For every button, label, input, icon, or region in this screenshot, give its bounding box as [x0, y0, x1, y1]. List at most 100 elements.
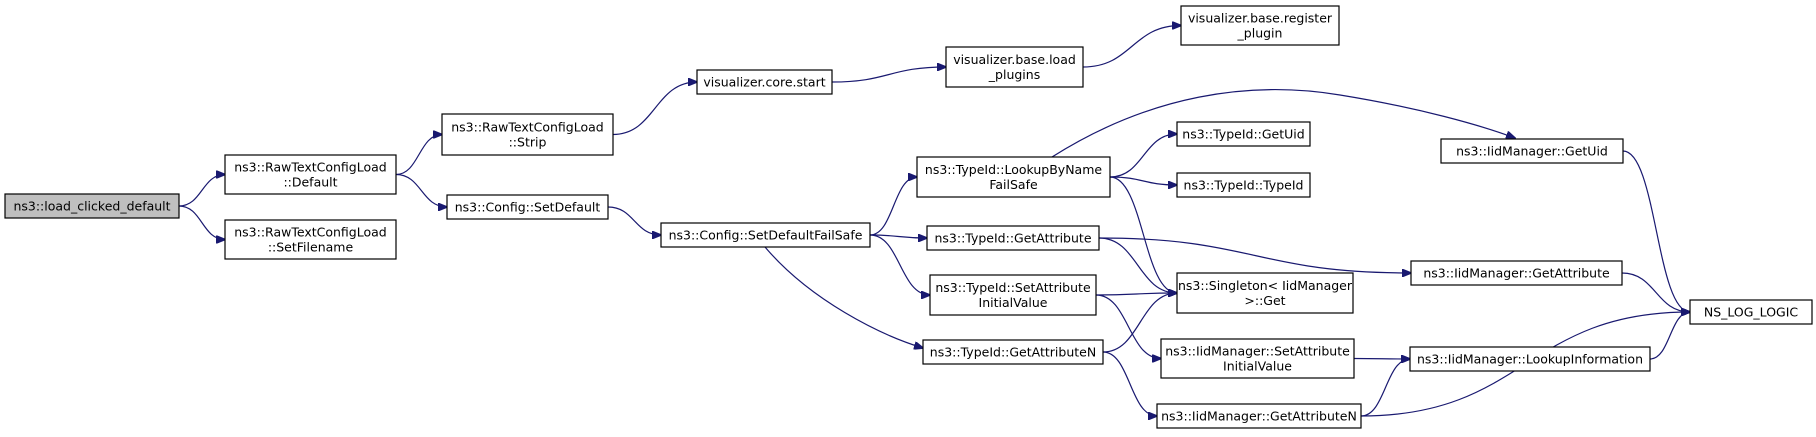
- node-config-setdefaultfailsafe[interactable]: ns3::Config::SetDefaultFailSafe: [660, 222, 871, 248]
- node-box: [441, 113, 614, 156]
- node-config-setdefault[interactable]: ns3::Config::SetDefault: [446, 194, 609, 220]
- edge-load-clicked-default-to-rtcl-setfilename: [178, 205, 225, 240]
- edge-config-setdefaultfailsafe-to-typeid-setattrinit: [869, 234, 930, 295]
- edge-typeid-lookupbyname-to-typeid-getuid: [1109, 134, 1177, 178]
- node-label: ns3::TypeId::GetAttribute: [934, 231, 1091, 246]
- node-box: [1176, 272, 1354, 314]
- node-label: ns3::RawTextConfigLoad: [234, 160, 386, 175]
- node-box: [1440, 138, 1624, 164]
- node-typeid-getuid[interactable]: ns3::TypeId::GetUid: [1176, 121, 1311, 147]
- node-box: [224, 154, 397, 195]
- node-label: ns3::Singleton< IidManager: [1178, 278, 1353, 293]
- node-label: visualizer.base.load: [953, 52, 1076, 67]
- node-label: ns3::IidManager::GetAttributeN: [1161, 409, 1357, 424]
- node-typeid-getattribute[interactable]: ns3::TypeId::GetAttribute: [926, 225, 1100, 251]
- node-label: ns3::TypeId::GetAttributeN: [930, 345, 1096, 360]
- node-rtcl-default[interactable]: ns3::RawTextConfigLoad::Default: [224, 154, 397, 195]
- node-load-clicked-default[interactable]: ns3::load_clicked_default: [4, 193, 180, 219]
- edge-config-setdefaultfailsafe-to-typeid-getattribute: [869, 235, 927, 238]
- node-label: visualizer.base.register: [1188, 11, 1333, 26]
- node-label: ns3::load_clicked_default: [13, 199, 170, 214]
- node-core-start[interactable]: visualizer.core.start: [696, 69, 833, 95]
- node-iid-getuid[interactable]: ns3::IidManager::GetUid: [1440, 138, 1624, 164]
- node-box: [922, 339, 1104, 365]
- edge-iid-getattribute-to-ns-log-logic: [1621, 272, 1690, 312]
- node-box: [224, 219, 397, 260]
- node-label: ns3::TypeId::GetUid: [1182, 127, 1304, 142]
- node-label: ns3::TypeId::LookupByName: [925, 162, 1102, 177]
- node-label: ns3::IidManager::GetAttribute: [1423, 266, 1610, 281]
- node-label: ns3::RawTextConfigLoad: [234, 225, 386, 240]
- node-box: [1410, 260, 1623, 286]
- edge-rtcl-default-to-config-setdefault: [395, 173, 447, 208]
- node-box: [926, 225, 1100, 251]
- node-label: ns3::IidManager::GetUid: [1456, 144, 1608, 159]
- edge-typeid-setattrinit-to-iid-setattrinit: [1095, 294, 1161, 359]
- node-iid-lookupinfo[interactable]: ns3::IidManager::LookupInformation: [1409, 346, 1651, 372]
- node-typeid-getattributen[interactable]: ns3::TypeId::GetAttributeN: [922, 339, 1104, 365]
- node-iid-getattribute[interactable]: ns3::IidManager::GetAttribute: [1410, 260, 1623, 286]
- node-box: [660, 222, 871, 248]
- node-label: _plugin: [1237, 26, 1283, 41]
- edge-iid-getuid-to-ns-log-logic: [1622, 150, 1690, 312]
- node-box: [1180, 5, 1340, 46]
- edge-config-setdefault-to-config-setdefaultfailsafe: [607, 206, 661, 235]
- node-box: [1176, 172, 1311, 198]
- edge-base-load-plugins-to-base-register-plugin: [1082, 26, 1181, 68]
- node-label: ::Strip: [509, 135, 547, 150]
- node-box: [446, 194, 609, 220]
- node-label: ns3::TypeId::TypeId: [1184, 178, 1304, 193]
- edge-typeid-lookupbyname-to-iid-getuid: [1051, 89, 1515, 158]
- edge-typeid-getattributen-to-singleton-get: [1102, 293, 1177, 353]
- edge-config-setdefaultfailsafe-to-typeid-lookupbyname: [869, 177, 917, 236]
- node-rtcl-setfilename[interactable]: ns3::RawTextConfigLoad::SetFilename: [224, 219, 397, 260]
- node-label: ns3::Config::SetDefaultFailSafe: [669, 228, 863, 243]
- node-label: InitialValue: [979, 295, 1048, 310]
- node-label: ns3::IidManager::LookupInformation: [1417, 352, 1643, 367]
- edge-iid-getattributen-to-iid-lookupinfo: [1360, 359, 1410, 417]
- node-box: [696, 69, 833, 95]
- node-label: FailSafe: [989, 177, 1038, 192]
- node-box: [4, 193, 180, 219]
- node-box: [1156, 403, 1362, 429]
- node-box: [1689, 299, 1813, 325]
- node-box: [945, 46, 1084, 88]
- node-box: [1409, 346, 1651, 372]
- node-label: ns3::RawTextConfigLoad: [451, 120, 603, 135]
- node-iid-setattrinit[interactable]: ns3::IidManager::SetAttributeInitialValu…: [1160, 338, 1355, 379]
- node-rtcl-strip[interactable]: ns3::RawTextConfigLoad::Strip: [441, 113, 614, 156]
- node-base-load-plugins[interactable]: visualizer.base.load_plugins: [945, 46, 1084, 88]
- node-ns-log-logic[interactable]: NS_LOG_LOGIC: [1689, 299, 1813, 325]
- edge-iid-lookupinfo-to-ns-log-logic: [1649, 312, 1690, 360]
- edge-config-setdefaultfailsafe-to-typeid-getattributen: [764, 246, 923, 348]
- node-singleton-get[interactable]: ns3::Singleton< IidManager>::Get: [1176, 272, 1354, 314]
- node-box: [916, 156, 1111, 198]
- node-label: visualizer.core.start: [703, 75, 825, 90]
- node-label: ::SetFilename: [268, 240, 354, 255]
- node-label: ns3::IidManager::SetAttribute: [1165, 344, 1350, 359]
- edge-typeid-getattribute-to-iid-getattribute: [1098, 237, 1411, 273]
- node-box: [1160, 338, 1355, 379]
- node-label: InitialValue: [1223, 359, 1292, 374]
- node-iid-getattributen[interactable]: ns3::IidManager::GetAttributeN: [1156, 403, 1362, 429]
- node-box: [929, 274, 1097, 316]
- edge-typeid-getattributen-to-iid-getattributen: [1102, 351, 1157, 416]
- edge-rtcl-default-to-rtcl-strip: [395, 135, 442, 176]
- edge-iid-setattrinit-to-iid-lookupinfo: [1353, 359, 1410, 360]
- edge-core-start-to-base-load-plugins: [831, 67, 946, 83]
- edge-typeid-setattrinit-to-singleton-get: [1095, 293, 1177, 295]
- node-typeid-typeid[interactable]: ns3::TypeId::TypeId: [1176, 172, 1311, 198]
- edge-rtcl-strip-to-core-start: [612, 82, 697, 136]
- edge-typeid-lookupbyname-to-singleton-get: [1109, 176, 1177, 293]
- edge-typeid-lookupbyname-to-typeid-typeid: [1109, 176, 1177, 185]
- node-box: [1176, 121, 1311, 147]
- edge-load-clicked-default-to-rtcl-default: [178, 175, 225, 207]
- edge-typeid-getattribute-to-singleton-get: [1098, 237, 1177, 293]
- node-label: ns3::TypeId::SetAttribute: [935, 280, 1091, 295]
- node-base-register-plugin[interactable]: visualizer.base.register_plugin: [1180, 5, 1340, 46]
- node-label: >::Get: [1244, 293, 1285, 308]
- node-label: ns3::Config::SetDefault: [455, 200, 601, 215]
